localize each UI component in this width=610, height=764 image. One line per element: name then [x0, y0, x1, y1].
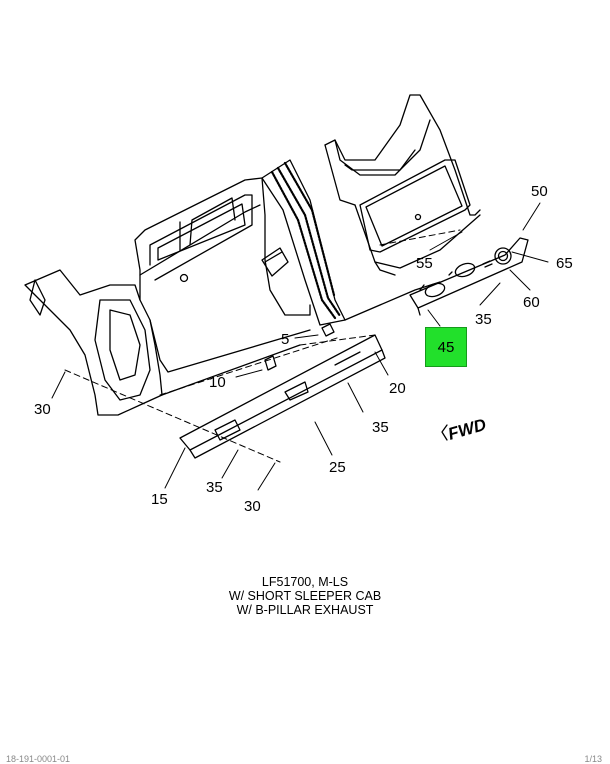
callout-25: 25	[329, 459, 346, 476]
clip-10	[264, 355, 277, 371]
callout-65: 65	[556, 255, 573, 272]
sleeper-rear-wall	[324, 94, 481, 321]
b-pillar-exhaust	[261, 159, 346, 326]
highlighted-callout-45[interactable]: 45	[425, 327, 467, 367]
footer-left: 18-191-0001-01	[6, 754, 71, 764]
fwd-label: FWD	[446, 415, 488, 444]
callout-35: 35	[372, 419, 389, 436]
callout-20: 20	[389, 380, 406, 397]
callout-35: 35	[475, 311, 492, 328]
callout-5: 5	[281, 331, 289, 348]
callout-45: 45	[437, 339, 455, 356]
callout-50: 50	[531, 183, 548, 200]
leader-lines	[51, 202, 549, 491]
caption-line-1: LF51700, M-LS	[261, 575, 349, 589]
callout-35: 35	[206, 479, 223, 496]
callout-55: 55	[416, 255, 433, 272]
callout-60: 60	[523, 294, 540, 311]
clip-5	[321, 323, 335, 337]
caption-line-3: W/ B-PILLAR EXHAUST	[236, 603, 374, 617]
trim-panel-45	[409, 237, 529, 316]
callout-30: 30	[244, 498, 261, 515]
cab-side-wall	[24, 177, 311, 416]
fwd-arrow-icon	[441, 424, 448, 441]
footer-right: 1/13	[584, 754, 602, 764]
caption-line-2: W/ SHORT SLEEPER CAB	[228, 589, 382, 603]
assembly-lines	[64, 229, 461, 463]
callout-10: 10	[209, 374, 226, 391]
callout-15: 15	[151, 491, 168, 508]
callout-30: 30	[34, 401, 51, 418]
sill-trim	[179, 334, 386, 459]
